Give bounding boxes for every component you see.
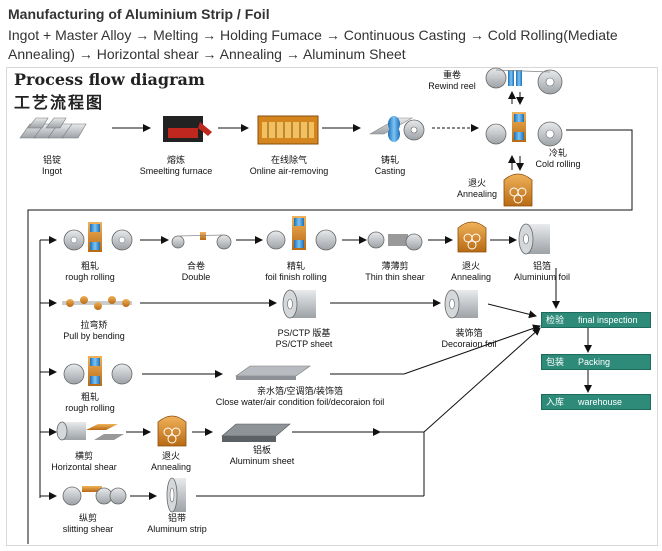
furnace-icon: [163, 116, 212, 142]
arrow: [487, 303, 537, 319]
horizontal-shear-icon: [56, 421, 124, 441]
casting-mill-icon: [368, 116, 425, 142]
thin-shear-icon: [367, 231, 423, 251]
arrow: [403, 324, 541, 375]
aluminum-strip-coil-icon: [166, 477, 186, 513]
connector-line: [27, 129, 633, 544]
diagram-title: Process flow diagram: [14, 70, 205, 89]
rough-rolling-icon: [63, 222, 133, 252]
ps-ctp-coil-icon: [282, 289, 316, 319]
double-rolling-icon: [171, 232, 232, 250]
annealing-furnace-icon: [157, 415, 187, 447]
finish-rolling-mill-icon: [266, 216, 337, 251]
aluminum-sheet-stack-icon: [221, 423, 291, 442]
diagram-subtitle: 工艺流程图: [14, 93, 105, 112]
page-title: Manufacturing of Aluminium Strip / Foil: [8, 6, 270, 22]
foil-coil-icon: [518, 223, 550, 255]
rough-rolling-icon: [63, 356, 133, 386]
slitting-shear-icon: [62, 486, 127, 506]
annealing-furnace-icon: [503, 173, 533, 207]
decoration-foil-coil-icon: [444, 289, 478, 319]
degassing-tank-icon: [257, 115, 319, 145]
process-summary: Ingot + Master Alloy → Melting → Holding…: [8, 27, 618, 62]
diagram-frame: [6, 67, 658, 546]
annealing-furnace-icon: [457, 221, 487, 253]
ingot-icon: [19, 117, 87, 139]
arrow: [423, 327, 541, 433]
cold-rolling-mill-icon: [485, 112, 563, 147]
coated-sheet-icon: [235, 365, 311, 380]
rewind-reel-icon: [485, 67, 563, 95]
pull-bending-icon: [62, 296, 132, 310]
